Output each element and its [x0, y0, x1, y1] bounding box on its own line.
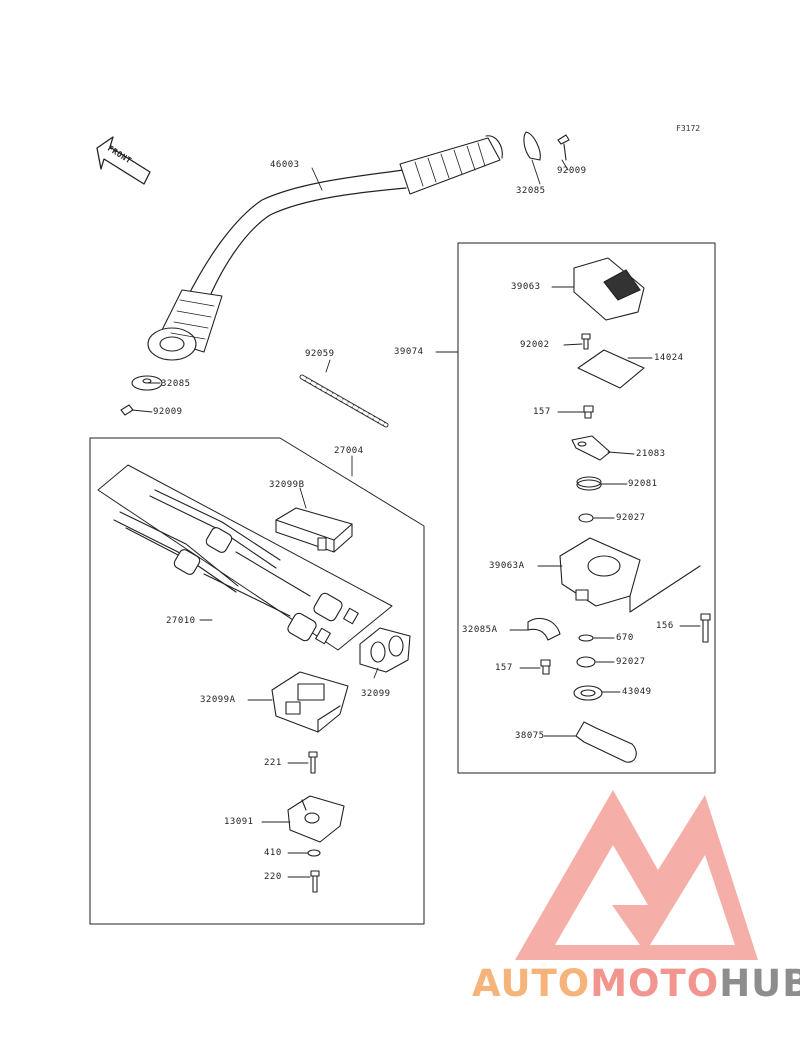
screw-157-b-icon	[540, 659, 551, 675]
label-32085-top: 32085	[516, 186, 546, 196]
wire-harness-icon	[113, 489, 359, 645]
label-32085a: 32085A	[462, 625, 498, 635]
clamp-13091-icon	[287, 795, 345, 843]
bar-end-weight-icon	[131, 131, 541, 391]
label-92027-b: 92027	[616, 657, 646, 667]
watermark-part-auto: AUTO	[472, 962, 591, 1005]
bracket-21083-icon	[571, 435, 611, 461]
gasket-14024-icon	[577, 349, 645, 389]
seal-43049-icon	[573, 685, 603, 701]
label-157-b: 157	[495, 663, 513, 673]
box-27004	[89, 437, 425, 925]
watermark-logo-icon	[515, 790, 758, 960]
oring-670-icon	[578, 634, 594, 642]
label-32099a: 32099A	[200, 695, 236, 705]
screw-92002-icon	[581, 333, 591, 350]
label-46003: 46003	[270, 160, 300, 170]
plate-32085a-icon	[527, 617, 561, 641]
screw-157-icon	[583, 405, 594, 419]
label-27010: 27010	[166, 616, 196, 626]
box-39074	[457, 242, 716, 774]
label-32099: 32099	[361, 689, 391, 699]
cable-92059-icon	[299, 374, 389, 428]
throttle-cover-39063-icon	[573, 257, 645, 321]
label-39063a: 39063A	[489, 561, 525, 571]
leader-lines	[131, 159, 701, 878]
label-157-a: 157	[533, 407, 551, 417]
washer-92027-b-icon	[576, 656, 596, 668]
watermark-part-hub: HUB	[719, 962, 800, 1005]
box-27010	[97, 464, 393, 651]
watermark-text: AUTOMOTOHUB	[472, 962, 800, 1005]
screw-220-icon	[310, 870, 320, 893]
spring-92081-icon	[576, 476, 602, 491]
front-arrow-icon	[96, 136, 151, 185]
label-156: 156	[656, 621, 674, 631]
label-32099b: 32099B	[269, 480, 305, 490]
label-221: 221	[264, 758, 282, 768]
label-13091: 13091	[224, 817, 254, 827]
label-21083: 21083	[636, 449, 666, 459]
screw-156-icon	[700, 613, 711, 643]
switch-housing-32099a-icon	[271, 671, 349, 733]
label-92009-left: 92009	[153, 407, 183, 417]
label-39063: 39063	[511, 282, 541, 292]
label-39074: 39074	[394, 347, 424, 357]
label-32085-left: 32085	[161, 379, 191, 389]
label-38075: 38075	[515, 731, 545, 741]
switch-cover-32099b-icon	[275, 507, 353, 553]
screw-icon	[120, 134, 570, 416]
label-92027-a: 92027	[616, 513, 646, 523]
lever-38075-icon	[575, 721, 637, 763]
label-670: 670	[616, 633, 634, 643]
label-92059: 92059	[305, 349, 335, 359]
screw-221-icon	[308, 751, 318, 774]
handlebar-icon	[147, 135, 503, 361]
washer-410-icon	[307, 849, 321, 857]
label-220: 220	[264, 872, 282, 882]
figure-code: F3172	[676, 124, 701, 133]
label-92009-top: 92009	[557, 166, 587, 176]
label-27004: 27004	[334, 446, 364, 456]
label-43049: 43049	[622, 687, 652, 697]
grommet-32099-icon	[359, 627, 411, 673]
watermark-part-moto: MOTO	[590, 962, 720, 1005]
label-14024: 14024	[654, 353, 684, 363]
washer-92027-a-icon	[578, 513, 594, 523]
throttle-housing-39063a-icon	[559, 537, 701, 613]
label-92002: 92002	[520, 340, 550, 350]
label-410: 410	[264, 848, 282, 858]
label-92081: 92081	[628, 479, 658, 489]
